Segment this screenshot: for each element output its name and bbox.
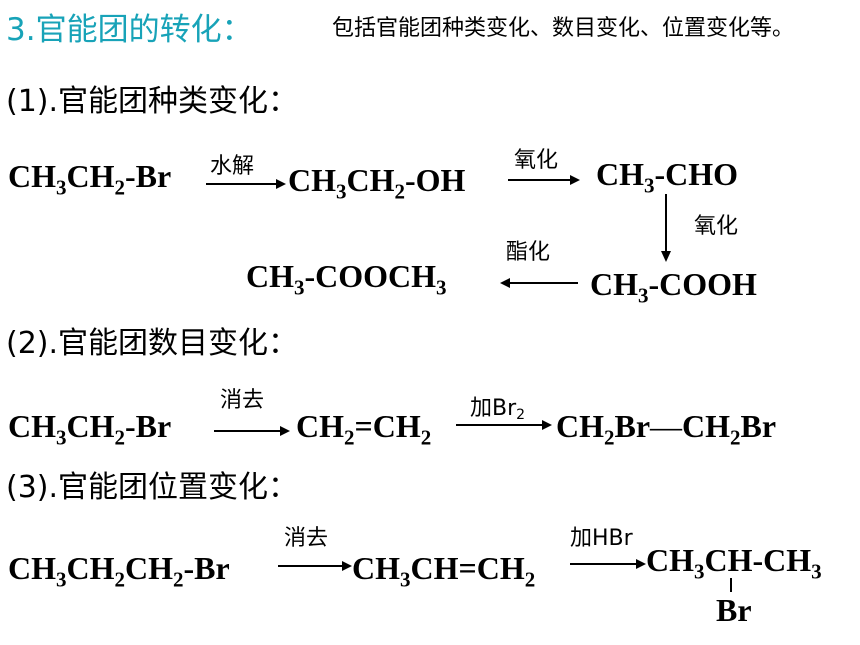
s3-arrow2-label: 加HBr [570, 526, 633, 551]
s2-arrow2 [456, 419, 552, 431]
s2-formula-ethylene: CH2=CH2 [296, 408, 432, 450]
s1-arrow1-label: 水解 [210, 154, 255, 179]
s3-formula-bromopropane: CH3CH2CH2-Br [8, 550, 230, 592]
s3-formula-propene: CH3CH=CH2 [352, 550, 536, 592]
s2-arrow1-label: 消去 [220, 388, 265, 413]
page-title: 3.官能团的转化： [6, 12, 253, 48]
s1-arrow3 [660, 194, 672, 262]
section3-heading: (3).官能团位置变化： [6, 470, 299, 505]
s3-arrow1 [278, 560, 352, 572]
s3-arrow2 [570, 558, 646, 570]
s1-arrow2 [508, 174, 580, 186]
s1-arrow1 [206, 178, 286, 190]
title-note: 包括官能团种类变化、数目变化、位置变化等。 [332, 16, 795, 41]
s3-bromine-substituent: Br [716, 592, 752, 628]
section2-heading: (2).官能团数目变化： [6, 326, 299, 361]
s1-formula-bromoethane: CH3CH2-Br [8, 158, 172, 200]
s1-arrow4 [500, 277, 578, 289]
s2-arrow2-label: 加Br2 [470, 396, 526, 424]
s3-formula-2-bromopropane: CH3CH-CH3 [646, 542, 822, 584]
s2-arrow1 [214, 425, 290, 437]
section1-heading: (1).官能团种类变化： [6, 84, 299, 119]
s1-formula-acetic-acid: CH3-COOH [590, 266, 757, 308]
s1-formula-ethanol: CH3CH2-OH [288, 162, 466, 204]
s1-arrow4-label: 酯化 [506, 240, 551, 265]
s2-formula-dibromoethane: CH2Br—CH2Br [556, 408, 777, 450]
s1-arrow3-label: 氧化 [694, 214, 739, 239]
s1-arrow2-label: 氧化 [514, 148, 559, 173]
s3-bond-line [730, 578, 732, 592]
s3-arrow1-label: 消去 [284, 526, 329, 551]
s1-formula-acetaldehyde: CH3-CHO [596, 156, 739, 198]
s1-formula-methyl-acetate: CH3-COOCH3 [246, 258, 447, 300]
s2-formula-bromoethane: CH3CH2-Br [8, 408, 172, 450]
